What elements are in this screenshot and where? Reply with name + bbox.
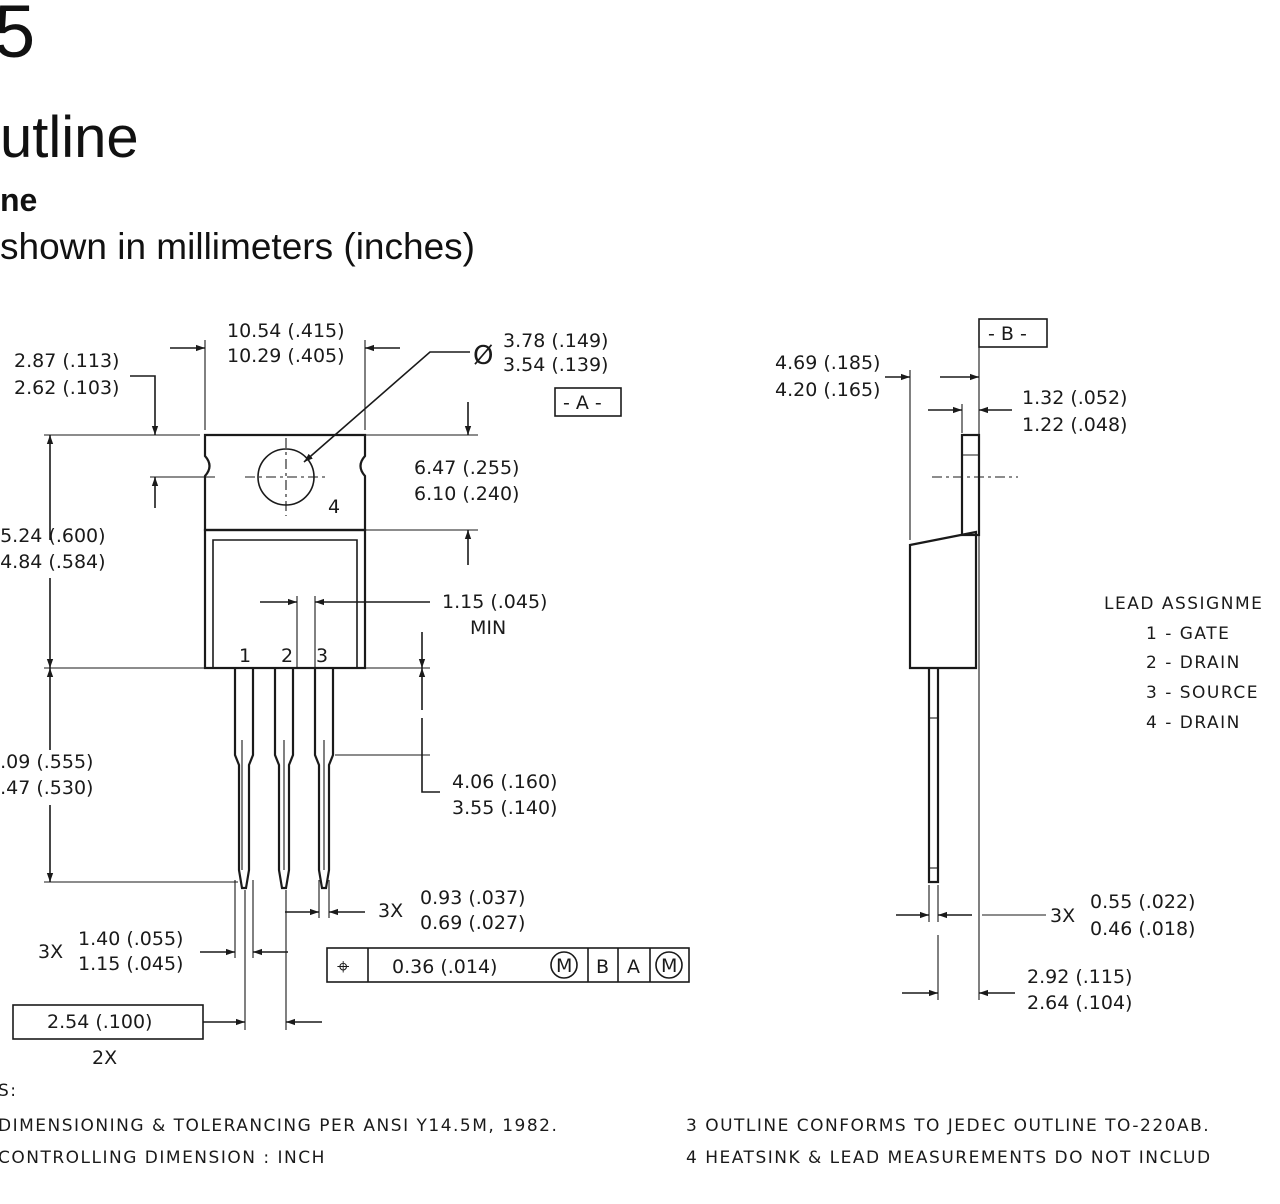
- pin-3-label: 3: [316, 645, 328, 667]
- pin-1-label: 1: [239, 645, 251, 667]
- tab-thickness-max: 2.87 (.113): [14, 350, 119, 372]
- front-view: 4 1 2 3 10.54 (.415) 10.29 (.405) 2.87 (…: [0, 320, 622, 1069]
- note-2: CONTROLLING DIMENSION : INCH: [0, 1148, 326, 1168]
- lead-length-min: 3.47 (.530): [0, 777, 93, 799]
- height-min: 14.84 (.584): [0, 551, 106, 573]
- lead-width-min: 0.69 (.027): [420, 912, 525, 934]
- part-number-fragment: 5: [0, 0, 36, 73]
- side-lead-multiplier: 3X: [1050, 905, 1075, 927]
- pin-4-label: 4: [328, 496, 340, 518]
- side-body: [908, 530, 978, 670]
- side-tab-min: 1.22 (.048): [1022, 414, 1127, 436]
- shoulder-max: 4.06 (.160): [452, 771, 557, 793]
- note-3: 3 OUTLINE CONFORMS TO JEDEC OUTLINE TO-2…: [686, 1116, 1210, 1136]
- fcf-modifier-1: M: [556, 955, 572, 977]
- height-max: 15.24 (.600): [0, 525, 106, 547]
- lead-shoulder-min: 1.15 (.045): [78, 953, 183, 975]
- lead-shoulder-multiplier: 3X: [38, 941, 63, 963]
- lead-shoulder-max: 1.40 (.055): [78, 928, 183, 950]
- pin-2-label: 2: [281, 645, 293, 667]
- fcf-modifier-2: M: [661, 955, 677, 977]
- pitch-value: 2.54 (.100): [47, 1011, 152, 1033]
- fcf-datum-b: B: [596, 956, 609, 978]
- lead-assignments-title: LEAD ASSIGNME: [1104, 594, 1263, 614]
- lead-gap-note: MIN: [470, 617, 506, 639]
- notes: S: DIMENSIONING & TOLERANCING PER ANSI Y…: [0, 1081, 1212, 1168]
- fcf-tolerance: 0.36 (.014): [392, 956, 497, 978]
- note-4: 4 HEATSINK & LEAD MEASUREMENTS DO NOT IN…: [686, 1148, 1212, 1168]
- datum-a-label: - A -: [563, 392, 602, 414]
- note-1: DIMENSIONING & TOLERANCING PER ANSI Y14.…: [0, 1116, 558, 1136]
- datum-b-label: - B -: [988, 323, 1027, 345]
- diameter-symbol: Ø: [473, 341, 493, 371]
- width-max: 10.54 (.415): [227, 320, 345, 342]
- fcf-datum-a: A: [627, 956, 640, 978]
- lead-assignments: LEAD ASSIGNME 1 - GATE 2 - DRAIN 3 - SOU…: [1104, 594, 1263, 733]
- lead-assignment-1: 1 - GATE: [1146, 624, 1230, 644]
- lead-assignment-2: 2 - DRAIN: [1146, 653, 1241, 673]
- side-tab: [960, 433, 981, 537]
- side-lead: [927, 668, 940, 884]
- notes-heading: S:: [0, 1081, 18, 1101]
- position-tolerance-icon: ⌖: [337, 955, 349, 980]
- lead-3: [313, 668, 335, 890]
- lead-assignment-3: 3 - SOURCE: [1146, 683, 1259, 703]
- side-tab-max: 1.32 (.052): [1022, 387, 1127, 409]
- lead-width-max: 0.93 (.037): [420, 887, 525, 909]
- pitch-multiplier: 2X: [92, 1047, 117, 1069]
- lead-assignment-4: 4 - DRAIN: [1146, 713, 1241, 733]
- tab-thickness-min: 2.62 (.103): [14, 377, 119, 399]
- feature-control-frame: ⌖ 0.36 (.014) M B A M: [326, 947, 690, 983]
- lead-width-multiplier: 3X: [378, 900, 403, 922]
- side-thickness-min: 4.20 (.165): [775, 379, 880, 401]
- lead-gap-value: 1.15 (.045): [442, 591, 547, 613]
- shoulder-min: 3.55 (.140): [452, 797, 557, 819]
- section-subtitle: ne: [0, 182, 38, 218]
- side-thickness-max: 4.69 (.185): [775, 352, 880, 374]
- units-note: shown in millimeters (inches): [0, 226, 475, 267]
- page-title: utline: [0, 105, 139, 170]
- width-min: 10.29 (.405): [227, 345, 345, 367]
- hole-to-body-min: 6.10 (.240): [414, 483, 519, 505]
- side-offset-min: 2.64 (.104): [1027, 992, 1132, 1014]
- side-offset-max: 2.92 (.115): [1027, 966, 1132, 988]
- side-view: - B - 4.69 (.185) 4.20 (.165) 1.32 (.052…: [775, 318, 1195, 1014]
- hole-to-body-max: 6.47 (.255): [414, 457, 519, 479]
- hole-diameter-max: 3.78 (.149): [503, 330, 608, 352]
- side-lead-thickness-min: 0.46 (.018): [1090, 918, 1195, 940]
- hole-diameter-min: 3.54 (.139): [503, 354, 608, 376]
- lead-2: [273, 668, 295, 890]
- side-lead-thickness-max: 0.55 (.022): [1090, 891, 1195, 913]
- lead-1: [233, 668, 255, 890]
- lead-length-max: 4.09 (.555): [0, 751, 93, 773]
